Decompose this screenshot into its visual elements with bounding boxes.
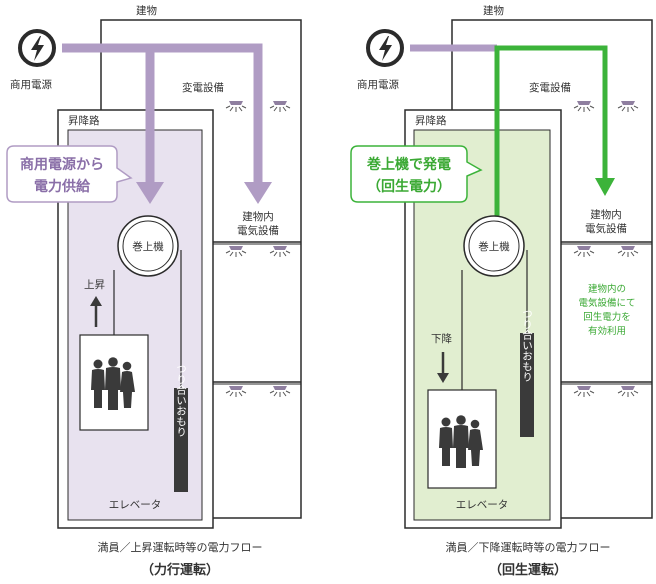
right-direction-label: 下降 (431, 332, 452, 345)
right-power-source-label: 商用電源 (357, 78, 399, 91)
left-power-source-label: 商用電源 (10, 78, 52, 91)
right-panel: 建物 昇降路 商用電源 変電設備 巻上機で発電 （回生電力） 巻上 (350, 4, 653, 578)
left-hoist-inner (122, 220, 174, 272)
right-counterweight-label: つり合いおもり (521, 308, 533, 382)
left-callout-line2: 電力供給 (34, 178, 91, 195)
left-mode: （力行運転） (141, 562, 219, 578)
left-power-flow (62, 43, 263, 182)
left-panel: 建物 昇降路 商用電源 変電設備 (6, 4, 302, 578)
left-substation-label: 変電設備 (182, 81, 224, 94)
right-building-label: 建物 (483, 4, 504, 17)
left-callout-bubble (6, 145, 133, 203)
left-counterweight-label: つり合いおもり (175, 363, 187, 437)
right-callout-bubble (350, 145, 483, 203)
left-counterweight (174, 388, 188, 492)
passengers-icon (439, 415, 483, 468)
right-counterweight (520, 333, 534, 437)
left-callout-line1: 商用電源から (20, 156, 104, 173)
right-note-line4: 有効利用 (588, 325, 626, 337)
right-caption: 満員／下降運転時等の電力フロー (446, 540, 611, 554)
right-hoist-label: 巻上機 (478, 240, 510, 253)
right-equipment-line1: 建物内 (590, 208, 622, 221)
right-equipment-line2: 電気設備 (585, 222, 627, 235)
right-elevator-label: エレベータ (456, 499, 509, 511)
power-source-icon (366, 29, 404, 67)
left-arrow-to-equipment (244, 182, 272, 204)
left-shaft-label: 昇降路 (68, 114, 100, 127)
power-source-icon (18, 29, 56, 67)
left-equipment-line1: 建物内 (242, 210, 274, 223)
left-elevator-label: エレベータ (109, 499, 162, 511)
right-callout-line2: （回生電力） (367, 178, 451, 195)
left-building-label: 建物 (136, 4, 157, 17)
left-equipment-line2: 電気設備 (237, 224, 279, 237)
right-note-line1: 建物内の (588, 283, 626, 295)
right-mode: （回生運転） (489, 562, 567, 578)
left-direction-label: 上昇 (84, 279, 105, 291)
right-note-line3: 回生電力を (583, 311, 631, 323)
right-substation-label: 変電設備 (529, 81, 571, 94)
passengers-icon (91, 357, 135, 410)
right-note-line2: 電気設備にて (578, 297, 635, 309)
left-arrow-to-hoist (136, 182, 164, 204)
right-shaft-label: 昇降路 (415, 114, 447, 127)
right-callout-line1: 巻上機で発電 (367, 156, 451, 173)
right-regen-flow (494, 45, 608, 217)
right-hoist-inner (468, 220, 520, 272)
right-arrow-to-equipment (595, 178, 615, 196)
left-caption: 満員／上昇運転時等の電力フロー (98, 540, 263, 554)
left-hoist-label: 巻上機 (132, 240, 164, 253)
